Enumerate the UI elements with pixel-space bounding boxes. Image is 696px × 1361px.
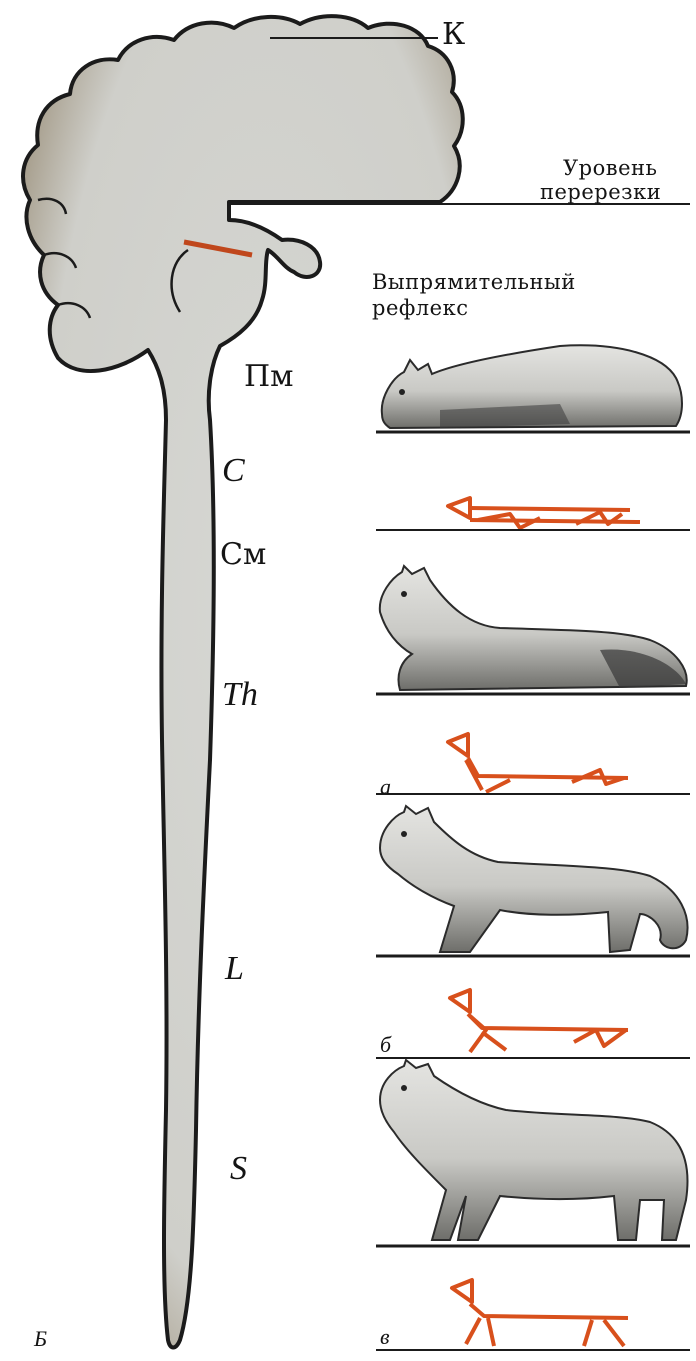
sublabel-a: а — [380, 776, 391, 798]
cat-3-body — [380, 806, 688, 952]
cat-4-body — [380, 1060, 688, 1240]
sublabel-v: в — [380, 1326, 390, 1348]
cut-level-label-line2: перерезки — [540, 182, 661, 203]
sublabel-b: б — [380, 1034, 391, 1056]
cervical-label: С — [222, 454, 245, 488]
righting-reflex-label-line1: Выпрямительный — [372, 272, 576, 293]
cat-crouched — [380, 566, 687, 690]
cm-label: См — [220, 540, 266, 570]
reflex-figure-a — [448, 734, 628, 792]
sacral-label: S — [230, 1152, 247, 1186]
cut-level-label-line1: Уровень — [563, 158, 657, 179]
reflex-figure-1 — [448, 498, 640, 528]
cat-2-eye — [401, 591, 407, 597]
panel-b-label: Б — [34, 1328, 47, 1350]
cat-1-eye — [399, 389, 405, 395]
cat-standing — [380, 1060, 688, 1240]
reflex-figure-b — [450, 990, 628, 1052]
lumbar-label: L — [225, 952, 244, 986]
righting-reflex-label-line2: рефлекс — [372, 298, 468, 319]
thoracic-label: Th — [222, 678, 258, 712]
cortex-label: К — [442, 20, 465, 50]
reflex-figure-v — [452, 1280, 628, 1346]
cat-half-standing — [380, 806, 688, 952]
cat-4-eye — [401, 1085, 407, 1091]
cat-3-eye — [401, 831, 407, 837]
medulla-label: Пм — [244, 362, 294, 392]
cat-lying — [382, 345, 682, 428]
